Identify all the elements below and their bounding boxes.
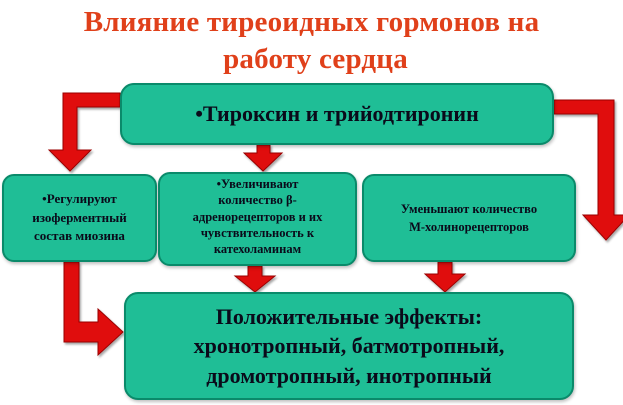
hormones-box: •Тироксин и трийодтиронин (120, 83, 554, 145)
beta-receptors-box: •Увеличивают количество β- адренорецепто… (158, 172, 357, 266)
m-cholinoreceptors-box: Уменьшают количество М-холинорецепторов (362, 174, 576, 262)
arrow-middle-to-bottom (233, 265, 277, 293)
arrow-top-to-middle (242, 144, 284, 172)
box-bottom-line: дромотропный, инотропный (206, 362, 492, 388)
positive-effects-box: Положительные эффекты: хронотропный, бат… (124, 292, 574, 400)
box-middle-line: •Увеличивают (216, 177, 299, 191)
box-left-line: состав миозина (34, 228, 125, 244)
hormones-box-text: •Тироксин и трийодтиронин (195, 101, 479, 126)
box-right-line: Уменьшают количество (400, 201, 538, 216)
diagram-title-line-2: работу сердца (223, 43, 408, 75)
box-middle-line: количество β- (218, 193, 297, 208)
box-middle-line: катехоламинам (213, 242, 302, 256)
arrow-top-to-left (47, 92, 121, 172)
arrow-top-to-right (553, 99, 623, 241)
box-middle-line: адренорецепторов и их (192, 209, 323, 224)
diagram-title-line-1: Влияние тиреоидных гормонов на (83, 6, 540, 38)
box-middle-line: чувствительность к (200, 225, 315, 240)
box-right-line: М-холинорецепторов (409, 220, 529, 234)
myosin-regulation-box: •Регулируют изоферментный состав миозина (2, 174, 157, 262)
box-bottom-line: хронотропный, батмотропный, (193, 333, 505, 359)
box-left-line: •Регулируют (42, 190, 117, 206)
arrow-left-to-bottom (63, 261, 124, 357)
box-left-line: изоферментный (32, 209, 127, 225)
arrow-right-to-bottom (423, 261, 467, 293)
box-bottom-line: Положительные эффекты: (215, 304, 483, 330)
